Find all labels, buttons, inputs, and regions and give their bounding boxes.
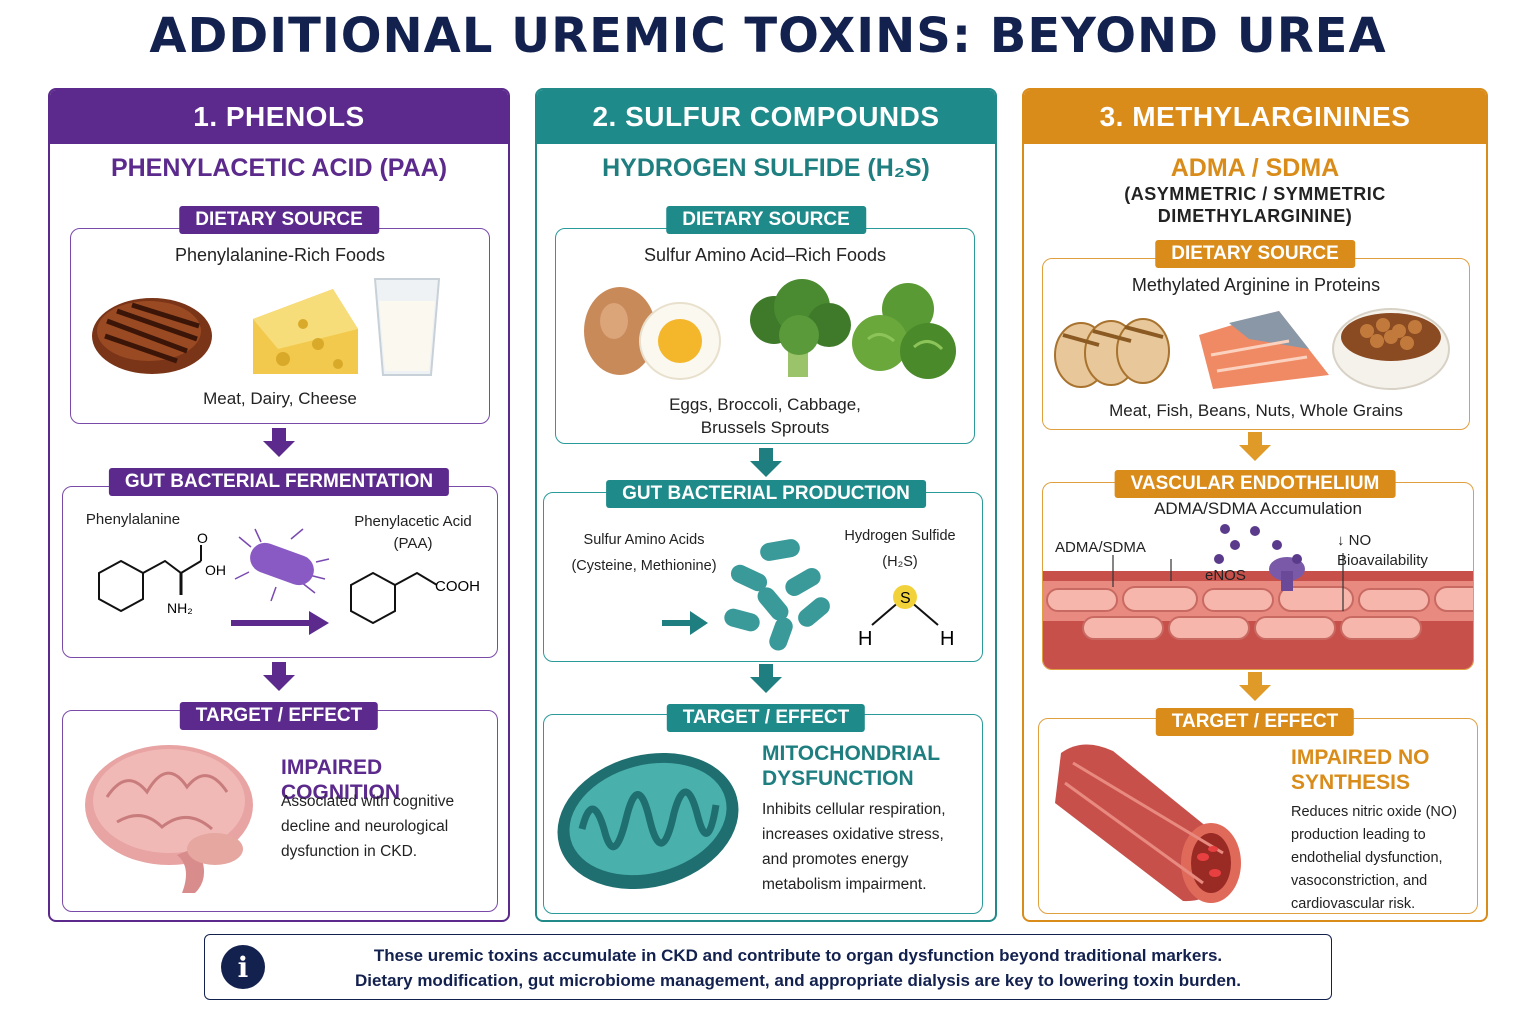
effect-description: Inhibits cellular respiration, increases… xyxy=(762,801,946,893)
sulfur-column: 2. SULFUR COMPOUNDS HYDROGEN SULFIDE (H₂… xyxy=(535,88,997,922)
svg-text:COOH: COOH xyxy=(435,578,480,595)
process-title: ADMA/SDMA Accumulation xyxy=(1154,499,1362,518)
bacteria-cluster-icon xyxy=(724,539,830,651)
target-effect-box: IMPAIRED COGNITION Associated with cogni… xyxy=(62,710,498,912)
phenylalanine-structure-icon: O OH NH₂ xyxy=(98,530,226,616)
effect-label: TARGET / EFFECT xyxy=(666,704,866,732)
endothelium-box: ADMA/SDMA Accumulation ADMA/SDMA eNOS ↓ … xyxy=(1042,482,1474,670)
brussels-sprout-icon xyxy=(852,283,956,379)
effect-description: Associated with cognitive decline and ne… xyxy=(281,793,455,860)
salmon-icon xyxy=(1199,311,1329,389)
process-label: GUT BACTERIAL FERMENTATION xyxy=(108,468,450,496)
fermentation-box: Phenylalanine Phenylacetic Acid(PAA) O O… xyxy=(62,486,498,658)
methylarginines-column: 3. METHYLARGININES ADMA / SDMA (ASYMMETR… xyxy=(1022,88,1488,922)
h2s-molecule-icon: S H H xyxy=(858,585,954,650)
svg-text:NH₂: NH₂ xyxy=(167,600,193,616)
dietary-source-box: Methylated Arginine in Proteins Meat, Fi… xyxy=(1042,258,1470,430)
vessel-label-enos: eNOS xyxy=(1205,567,1246,584)
summary-text: These uremic toxins accumulate in CKD an… xyxy=(354,946,1242,990)
diet-title: Sulfur Amino Acid–Rich Foods xyxy=(643,245,887,265)
artery-cross-section-icon xyxy=(1055,744,1241,903)
flow-arrow-right-icon xyxy=(231,611,329,635)
paa-label: Phenylacetic Acid(PAA) xyxy=(354,513,472,552)
effect-title: IMPAIRED COGNITION xyxy=(281,756,400,804)
dietary-source-label: DIETARY SOURCE xyxy=(666,206,866,234)
flow-arrow-right-icon xyxy=(662,611,708,635)
process-label: VASCULAR ENDOTHELIUM xyxy=(1114,470,1396,498)
dietary-source-box: Sulfur Amino Acid–Rich Foods Eggs, Brocc… xyxy=(555,228,975,444)
dietary-source-label: DIETARY SOURCE xyxy=(1155,240,1355,268)
svg-text:OH: OH xyxy=(205,562,226,578)
toxin-name: HYDROGEN SULFIDE (H₂S) xyxy=(602,154,930,182)
effect-label: TARGET / EFFECT xyxy=(179,702,379,730)
phenols-column: 1. PHENOLS PHENYLACETIC ACID (PAA) DIETA… xyxy=(48,88,510,922)
diet-caption: Meat, Dairy, Cheese xyxy=(203,389,357,408)
effect-description: Reduces nitric oxide (NO) production lea… xyxy=(1291,804,1457,912)
column-header: 1. PHENOLS xyxy=(50,90,508,144)
svg-text:H: H xyxy=(940,628,954,650)
blood-vessel-wall-icon xyxy=(1043,553,1473,669)
toxin-name: ADMA / SDMA xyxy=(1170,154,1340,182)
diet-caption: Meat, Fish, Beans, Nuts, Whole Grains xyxy=(1109,401,1403,420)
column-header: 2. SULFUR COMPOUNDS xyxy=(537,90,995,144)
bacterium-icon xyxy=(234,528,330,602)
cheese-icon xyxy=(253,289,358,374)
production-box: Sulfur Amino Acids(Cysteine, Methionine)… xyxy=(543,492,983,662)
paa-structure-icon: COOH xyxy=(350,571,480,625)
effect-label: TARGET / EFFECT xyxy=(1155,708,1355,736)
h2s-label: Hydrogen Sulfide(H₂S) xyxy=(844,528,956,570)
sulfur-amino-acids-label: Sulfur Amino Acids(Cysteine, Methionine) xyxy=(571,532,717,574)
dietary-source-label: DIETARY SOURCE xyxy=(179,206,379,234)
brain-icon xyxy=(85,745,253,893)
page-title: ADDITIONAL UREMIC TOXINS: BEYOND UREA xyxy=(149,8,1387,64)
broccoli-icon xyxy=(750,279,851,377)
svg-text:H: H xyxy=(858,628,872,650)
svg-text:S: S xyxy=(900,590,911,607)
process-label: GUT BACTERIAL PRODUCTION xyxy=(606,480,926,508)
dietary-source-box: Phenylalanine-Rich Foods Meat, Dairy, Ch… xyxy=(70,228,490,424)
column-header: 3. METHYLARGININES xyxy=(1024,90,1486,144)
phenylalanine-label: Phenylalanine xyxy=(85,511,181,528)
egg-icon xyxy=(584,287,721,380)
summary-note: i These uremic toxins accumulate in CKD … xyxy=(204,934,1332,1000)
diet-caption: Eggs, Broccoli, Cabbage, Brussels Sprout… xyxy=(669,395,861,437)
adma-particles-icon xyxy=(1214,524,1302,564)
steak-icon xyxy=(92,298,212,374)
beans-bowl-icon xyxy=(1332,308,1450,390)
mitochondrion-icon xyxy=(557,752,739,890)
diet-title: Methylated Arginine in Proteins xyxy=(1131,275,1381,295)
toxin-name: PHENYLACETIC ACID (PAA) xyxy=(110,154,448,182)
info-icon: i xyxy=(221,945,265,989)
chicken-icon xyxy=(1054,318,1170,388)
vessel-label-adma: ADMA/SDMA xyxy=(1055,539,1146,556)
svg-text:O: O xyxy=(197,530,208,546)
diet-title: Phenylalanine-Rich Foods xyxy=(174,245,386,265)
milk-glass-icon xyxy=(373,278,441,376)
